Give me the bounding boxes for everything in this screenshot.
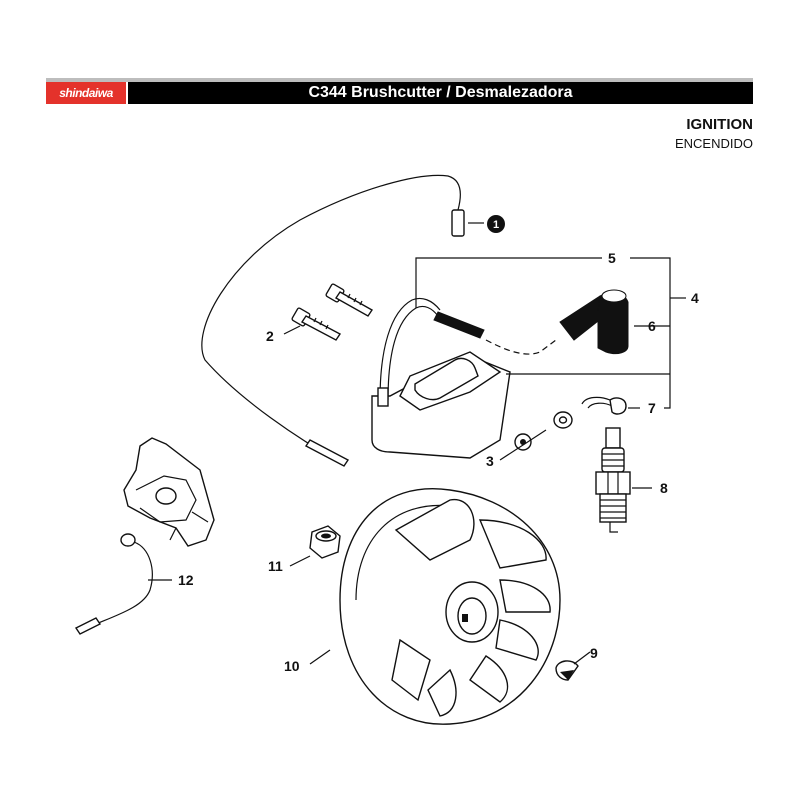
bolt-lower <box>291 307 342 341</box>
ignition-wire <box>201 174 465 467</box>
washers <box>514 411 573 451</box>
spring-clip <box>581 396 627 415</box>
flywheel-nut <box>309 525 341 559</box>
bolts <box>291 283 374 341</box>
callout-1: 1 <box>487 215 505 233</box>
callout-5: 5 <box>608 250 616 266</box>
callout-10: 10 <box>284 658 300 674</box>
callout-6: 6 <box>648 318 656 334</box>
flywheel <box>339 488 561 725</box>
wire-connector-end <box>304 439 350 467</box>
header-bar: shindaiwa C344 Brushcutter / Desmalezado… <box>46 78 753 104</box>
callout-7: 7 <box>648 400 656 416</box>
callout-9: 9 <box>590 645 598 661</box>
spark-plug <box>595 427 631 533</box>
callout-4: 4 <box>691 290 699 306</box>
wire-terminal <box>451 209 465 237</box>
ignition-coil <box>371 297 557 459</box>
spark-plug-cap <box>559 289 629 355</box>
bolt-upper <box>325 283 374 317</box>
callout-11: 11 <box>268 558 283 574</box>
brand-logo: shindaiwa <box>46 82 126 104</box>
callout-3: 3 <box>486 453 494 469</box>
callouts: 1 2 3 4 5 6 7 8 9 10 11 12 <box>178 215 699 674</box>
woodruff-key <box>555 660 579 681</box>
stator-plate <box>74 437 215 635</box>
svg-text:1: 1 <box>493 219 499 231</box>
leader-lines <box>148 222 686 665</box>
section-title: IGNITION <box>686 116 753 133</box>
header-stripe <box>46 78 753 82</box>
callout-12: 12 <box>178 572 194 588</box>
model-title: C344 Brushcutter / Desmalezadora <box>308 84 573 101</box>
callout-2: 2 <box>266 328 274 344</box>
section-subtitle: ENCENDIDO <box>674 136 753 151</box>
callout-8: 8 <box>660 480 668 496</box>
header-black-band <box>128 82 753 104</box>
